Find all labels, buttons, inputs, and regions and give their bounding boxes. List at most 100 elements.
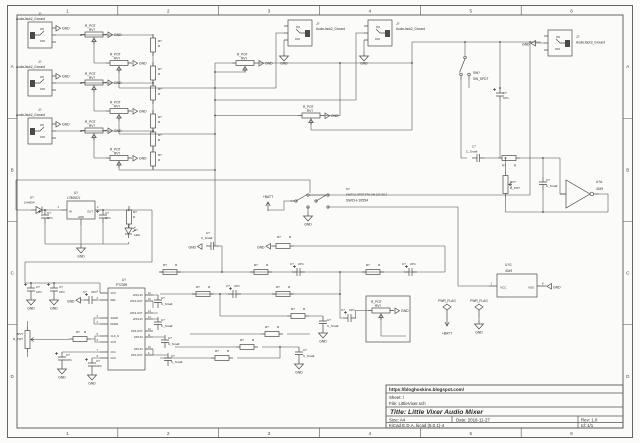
- schematic-label: GND: [139, 157, 147, 161]
- schematic-label: R?: [277, 235, 281, 239]
- schematic-label: C?: [303, 348, 307, 352]
- schematic-label: AGND: [111, 316, 119, 320]
- tril-symbol: [546, 283, 552, 290]
- capnph-symbol: [205, 241, 219, 251]
- schematic-label: J?: [38, 12, 42, 16]
- schematic-label: 7: [97, 349, 99, 352]
- schematic-label: VCC: [111, 291, 117, 295]
- gnd-symbol: [26, 295, 36, 306]
- schematic-label: AudioJack2_Ground: [16, 113, 45, 117]
- schematic-label: C?: [290, 262, 294, 266]
- schematic-label: R: [133, 215, 136, 219]
- border-ref: 2: [167, 431, 170, 436]
- schematic-label: J?: [316, 22, 320, 26]
- schematic-label: LPF2-OUT: [130, 311, 143, 315]
- schematic-label: +BATT: [263, 195, 273, 199]
- gnd-symbol: [76, 243, 86, 254]
- resh-symbol: [68, 336, 92, 342]
- schematic-label: GND: [295, 371, 303, 375]
- battdown-symbol: [444, 317, 450, 327]
- schematic-label: AudioJack2_Ground: [316, 27, 345, 31]
- schematic-label: 1: [97, 290, 99, 293]
- schematic-label: J?: [38, 60, 42, 64]
- schematic-label: CP1: [234, 284, 240, 288]
- schematic-label: R?: [158, 133, 162, 137]
- schematic-label: C?: [59, 285, 63, 289]
- cappolv-symbol: [46, 282, 59, 297]
- pwrflag-symbol: [474, 303, 484, 319]
- resv-symbol: [126, 205, 132, 229]
- schematic-label: 11: [148, 334, 151, 337]
- poth-symbol: [105, 155, 133, 168]
- reg-symbol: [60, 200, 102, 226]
- gnd-symbol: [318, 328, 328, 339]
- schematic-label: R?: [502, 164, 506, 168]
- schematic-label: SWITCH-DPDT-PTH-GM-152-3013: [346, 193, 387, 197]
- schematic-label: R: [289, 235, 292, 239]
- schematic-label: R?: [196, 285, 200, 289]
- schematic-label: CP1: [96, 364, 102, 368]
- schematic-label: C?: [327, 318, 331, 322]
- potv-symbol: [24, 326, 35, 353]
- schematic-label: C_Small: [327, 324, 339, 328]
- schematic-label: R_POT: [85, 72, 96, 76]
- border-ref: 3: [268, 9, 271, 14]
- schematic-label: 16: [148, 292, 151, 295]
- schematic-label: LPF1-OUT: [130, 299, 143, 303]
- resv-symbol: [150, 127, 156, 151]
- schematic-label: R: [252, 338, 255, 342]
- border-ref: 4: [369, 9, 372, 14]
- schematic-label: L7805CV: [67, 196, 81, 200]
- swspdt-symbol: [459, 55, 471, 81]
- schematic-label: R: [378, 263, 381, 267]
- schematic-label: R?: [276, 285, 280, 289]
- schematic-label: C?: [402, 262, 406, 266]
- schematic-label: GND: [139, 62, 147, 66]
- schematic-label: PT2399: [116, 283, 127, 287]
- jackl-symbol: [543, 29, 573, 57]
- schematic-label: R_POT: [85, 120, 96, 124]
- schematic-label: J?: [396, 22, 400, 26]
- schematic-label: C?: [36, 285, 40, 289]
- schematic-label: CC0: [111, 356, 117, 360]
- border-ref: 1: [66, 9, 69, 14]
- resv-symbol: [150, 147, 156, 171]
- trir-symbol: [55, 73, 61, 80]
- schematic-label: C_Small: [161, 324, 173, 328]
- schematic-label: GND: [62, 75, 70, 79]
- cappolh-symbol: [291, 264, 306, 277]
- schematic-label: C?: [168, 336, 172, 340]
- schematic-label: R?: [291, 307, 295, 311]
- border-ref: D: [626, 374, 630, 379]
- schematic-label: C?: [83, 290, 87, 294]
- schematic-label: R?: [163, 263, 167, 267]
- schematic-label: SWCH-10554: [346, 199, 368, 203]
- jack-symbol: [27, 69, 57, 97]
- schematic-label: GND: [58, 376, 66, 380]
- schematic-label: 8: [97, 355, 99, 358]
- gnd-symbol: [57, 364, 67, 375]
- schematic-label: C_Small: [168, 342, 180, 346]
- schematic-label: R: [266, 263, 269, 267]
- batt-symbol: [265, 201, 271, 212]
- schematic-label: C?: [472, 145, 476, 149]
- schematic-label: GND: [304, 223, 312, 227]
- tril-symbol: [265, 243, 271, 250]
- schematic-label: R_POT: [510, 186, 520, 190]
- schematic-label: C?: [546, 178, 550, 182]
- schematic-label: U?: [122, 278, 126, 282]
- schematic-label: GND: [78, 215, 84, 219]
- schematic-label: GND: [77, 255, 85, 259]
- schematic-label: 13: [148, 316, 151, 319]
- border-ref: A: [11, 64, 15, 69]
- gnd-symbol: [294, 359, 304, 370]
- schematic-label: C_Small: [466, 150, 478, 154]
- resh-symbol: [286, 313, 310, 319]
- trir-symbol: [55, 25, 61, 32]
- schematic-label: GND: [522, 42, 530, 46]
- schematic-label: VCC: [500, 286, 507, 290]
- schematic-label: GND: [475, 331, 483, 335]
- schematic-label: GND: [319, 340, 327, 344]
